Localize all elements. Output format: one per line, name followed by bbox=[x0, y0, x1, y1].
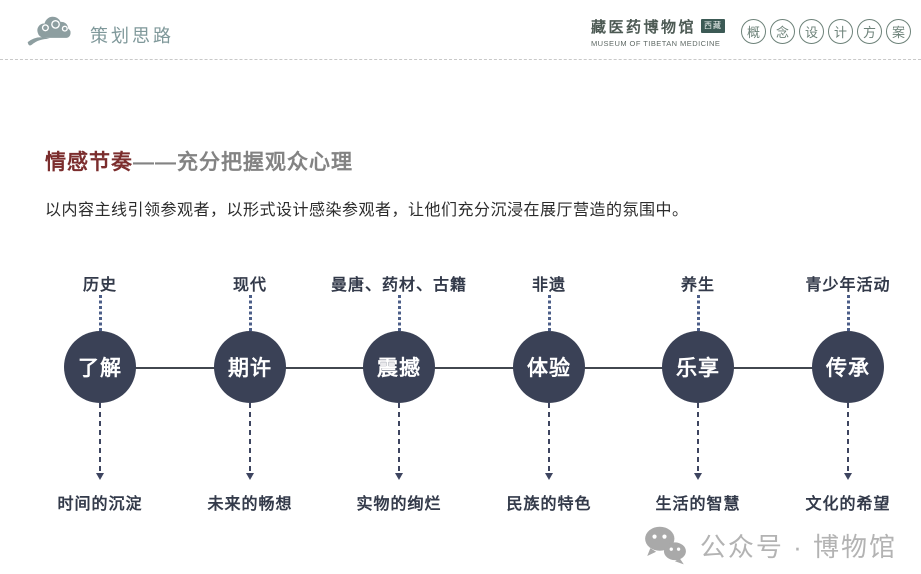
stage-circle: 了解 bbox=[64, 331, 136, 403]
stamp-char: 计 bbox=[828, 19, 853, 44]
stage-bottom-label: 生活的智慧 bbox=[655, 496, 741, 513]
stage-bottom-label: 时间的沉淀 bbox=[57, 496, 143, 513]
museum-name: 藏医药博物馆 bbox=[590, 18, 696, 36]
stage-circle-label: 体验 bbox=[527, 357, 571, 380]
stage-bottom-label: 文化的希望 bbox=[805, 496, 891, 513]
section-title: 策划思路 bbox=[90, 25, 174, 46]
watermark-text: 公众号 · 博物馆 bbox=[699, 531, 897, 562]
stamp-char: 设 bbox=[799, 19, 824, 44]
dashed-connector bbox=[847, 403, 849, 473]
dotted-connector bbox=[248, 295, 252, 331]
stage-circle-label: 了解 bbox=[78, 357, 122, 380]
dotted-connector bbox=[846, 295, 850, 331]
page-title: 情感节奏——充分把握观众心理 bbox=[45, 146, 353, 176]
timeline-stage-6: 青少年活动 传承 文化的希望 bbox=[768, 271, 921, 514]
dashed-connector bbox=[697, 403, 699, 473]
arrow-down-icon bbox=[844, 473, 852, 480]
stage-top-label: 现代 bbox=[232, 277, 267, 294]
header-right: 藏医药博物馆 西藏 MUSEUM OF TIBETAN MEDICINE 概 念… bbox=[591, 16, 915, 48]
stage-circle: 体验 bbox=[513, 331, 585, 403]
dashed-connector bbox=[548, 403, 550, 473]
watermark: 公众号 · 博物馆 bbox=[642, 524, 897, 566]
dotted-connector bbox=[547, 295, 551, 331]
region-badge: 西藏 bbox=[701, 19, 725, 33]
stage-circle: 期许 bbox=[214, 331, 286, 403]
timeline-stage-1: 历史 了解 时间的沉淀 bbox=[20, 271, 180, 514]
timeline-axis bbox=[100, 367, 848, 369]
stamp-char: 方 bbox=[857, 19, 882, 44]
stamp-char: 念 bbox=[770, 19, 795, 44]
header-left: 策划思路 bbox=[26, 13, 174, 51]
arrow-down-icon bbox=[694, 473, 702, 480]
dashed-connector bbox=[99, 403, 101, 473]
stage-bottom-label: 民族的特色 bbox=[506, 496, 592, 513]
stage-bottom-label: 实物的绚烂 bbox=[356, 496, 442, 513]
timeline-stage-2: 现代 期许 未来的畅想 bbox=[170, 271, 330, 514]
stage-circle: 震撼 bbox=[363, 331, 435, 403]
stage-circle-label: 震撼 bbox=[377, 357, 421, 380]
timeline-stage-3: 曼唐、药材、古籍 震撼 实物的绚烂 bbox=[319, 271, 479, 514]
dashed-connector bbox=[398, 403, 400, 473]
arrow-down-icon bbox=[545, 473, 553, 480]
museum-name-en: MUSEUM OF TIBETAN MEDICINE bbox=[590, 38, 721, 48]
dotted-connector bbox=[696, 295, 700, 331]
museum-logo-row: 藏医药博物馆 西藏 bbox=[591, 16, 725, 37]
stage-circle: 乐享 bbox=[662, 331, 734, 403]
arrow-down-icon bbox=[96, 473, 104, 480]
dashed-connector bbox=[249, 403, 251, 473]
stage-top-label: 养生 bbox=[680, 277, 715, 294]
page-subtitle: 以内容主线引领参观者，以形式设计感染参观者，让他们充分沉浸在展厅营造的氛围中。 bbox=[45, 202, 689, 219]
stage-top-label: 非遗 bbox=[531, 277, 566, 294]
arrow-down-icon bbox=[246, 473, 254, 480]
dotted-connector bbox=[397, 295, 401, 331]
stage-top-label: 历史 bbox=[82, 277, 117, 294]
museum-logo: 藏医药博物馆 西藏 MUSEUM OF TIBETAN MEDICINE bbox=[591, 16, 725, 48]
stage-circle-label: 乐享 bbox=[676, 357, 720, 380]
concept-design-stamp: 概 念 设 计 方 案 bbox=[741, 19, 911, 44]
timeline-stage-5: 养生 乐享 生活的智慧 bbox=[618, 271, 778, 514]
slide-header: 策划思路 藏医药博物馆 西藏 MUSEUM OF TIBETAN MEDICIN… bbox=[0, 0, 921, 60]
stamp-char: 案 bbox=[886, 19, 911, 44]
dotted-connector bbox=[98, 295, 102, 331]
stage-circle: 传承 bbox=[812, 331, 884, 403]
title-highlight: 情感节奏 bbox=[45, 151, 133, 174]
stage-circle-label: 传承 bbox=[826, 357, 870, 380]
auspicious-cloud-icon bbox=[27, 16, 71, 45]
stage-bottom-label: 未来的畅想 bbox=[207, 496, 293, 513]
stamp-char: 概 bbox=[741, 19, 766, 44]
timeline-stage-4: 非遗 体验 民族的特色 bbox=[469, 271, 629, 514]
arrow-down-icon bbox=[395, 473, 403, 480]
stage-top-label: 曼唐、药材、古籍 bbox=[330, 277, 467, 294]
title-rest: ——充分把握观众心理 bbox=[133, 151, 353, 174]
stage-top-label: 青少年活动 bbox=[805, 277, 891, 294]
stage-circle-label: 期许 bbox=[228, 357, 272, 380]
wechat-icon bbox=[645, 526, 686, 565]
